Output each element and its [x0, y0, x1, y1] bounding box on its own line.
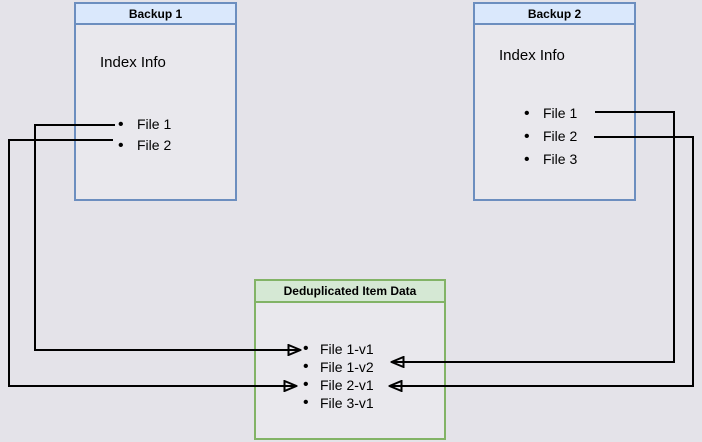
backup2-title: Backup 2	[475, 4, 634, 25]
dedup-file-3-v1: File 3-v1	[256, 394, 374, 412]
backup2-box: Backup 2 Index Info File 1 File 2 File 3	[473, 2, 636, 201]
backup1-file-1: File 1	[76, 114, 171, 135]
backup1-title: Backup 1	[76, 4, 235, 25]
dedup-title: Deduplicated Item Data	[256, 281, 444, 303]
backup1-file-list: File 1 File 2	[76, 114, 171, 156]
dedup-file-list: File 1-v1 File 1-v2 File 2-v1 File 3-v1	[256, 340, 374, 412]
backup2-file-2: File 2	[475, 125, 577, 148]
dedup-file-2-v1: File 2-v1	[256, 376, 374, 394]
dedup-file-1-v2: File 1-v2	[256, 358, 374, 376]
deduplicated-item-data-box: Deduplicated Item Data File 1-v1 File 1-…	[254, 279, 446, 440]
backup2-file-3: File 3	[475, 148, 577, 171]
dedup-file-1-v1: File 1-v1	[256, 340, 374, 358]
backup2-index-info-label: Index Info	[499, 47, 565, 64]
backup1-index-info-label: Index Info	[100, 54, 166, 71]
backup1-file-2: File 2	[76, 135, 171, 156]
backup2-file-list: File 1 File 2 File 3	[475, 102, 577, 171]
backup1-box: Backup 1 Index Info File 1 File 2	[74, 2, 237, 201]
backup2-file-1: File 1	[475, 102, 577, 125]
